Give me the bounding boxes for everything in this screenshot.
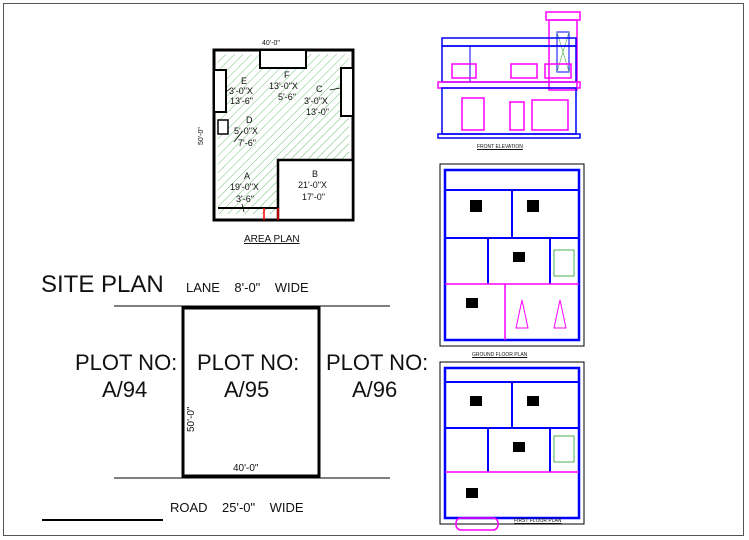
area-top-dimension: 40'-0" — [262, 40, 280, 47]
drawing-frame — [3, 3, 744, 536]
front-elevation-title: FRONT ELEVATION — [477, 144, 523, 150]
plot-width-dimension: 40'-0" — [233, 463, 259, 474]
site-plan-title: SITE PLAN — [41, 271, 164, 298]
zone-f-id: F — [284, 70, 290, 80]
zone-c-size: 3'-0"X — [304, 96, 328, 106]
plot-a94-number: A/94 — [102, 377, 148, 402]
zone-c-size2: 13'-0" — [306, 107, 329, 117]
zone-f-size2: 5'-6" — [278, 92, 296, 102]
area-plan-title: AREA PLAN — [244, 234, 300, 245]
zone-b-id: B — [312, 169, 319, 179]
zone-a-id: A — [244, 171, 251, 181]
zone-e-size2: 13'-6" — [230, 96, 253, 106]
zone-f-size: 13'-0"X — [269, 81, 298, 91]
zone-b-size: 21'-0"X — [298, 180, 327, 190]
plot-a94-label: PLOT NO: — [75, 350, 178, 375]
zone-a-size: 19'-0"X — [230, 182, 259, 192]
first-floor-title: FIRST FLOOR PLAN — [514, 518, 562, 524]
zone-c-id: C — [316, 84, 323, 94]
lane-label: LANE 8'-0" WIDE — [186, 280, 309, 295]
zone-d-id: D — [246, 115, 253, 125]
zone-b-size2: 17'-0" — [302, 192, 325, 202]
plot-a95-label: PLOT NO: — [197, 350, 300, 375]
ground-floor-title: GROUND FLOOR PLAN — [472, 352, 528, 358]
road-label: ROAD 25'-0" WIDE — [170, 500, 304, 515]
plot-a96-label: PLOT NO: — [326, 350, 429, 375]
zone-d-size: 5'-0"X — [234, 126, 258, 136]
plot-a95-number: A/95 — [224, 377, 270, 402]
zone-a-size2: 3'-6" — [236, 194, 254, 204]
zone-d-size2: 7'-6" — [238, 138, 256, 148]
plot-a96-number: A/96 — [352, 377, 398, 402]
zone-e-id: E — [241, 76, 248, 86]
zone-e-size: 3'-0"X — [229, 86, 253, 96]
